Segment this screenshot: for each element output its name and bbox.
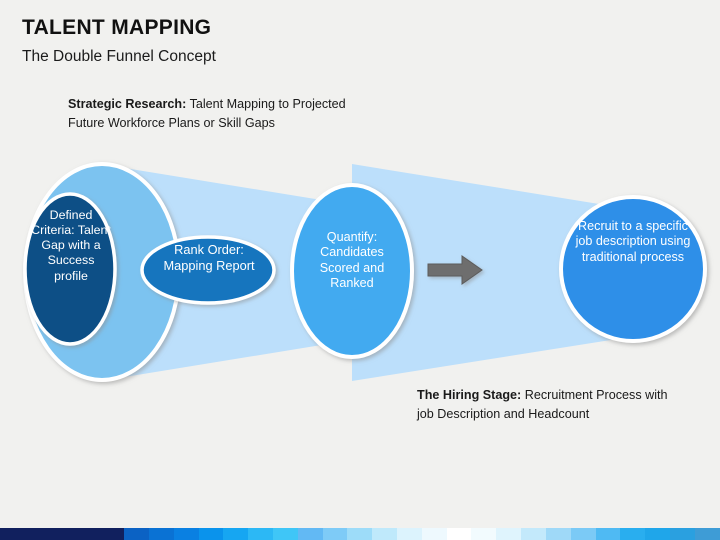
- gradient-bar-segment: [397, 528, 422, 540]
- gradient-bar-segment: [272, 528, 298, 540]
- annotation-strategic-research-body: Talent Mapping to Projected Future Workf…: [68, 97, 346, 131]
- decorative-gradient-bar: [0, 528, 720, 540]
- gradient-bar-segment: [694, 528, 720, 540]
- gradient-bar-segment: [198, 528, 224, 540]
- gradient-bar-segment: [620, 528, 646, 540]
- gradient-bar-segment: [248, 528, 273, 540]
- annotation-strategic-research-lead: Strategic Research:: [68, 97, 187, 111]
- gradient-bar-segment: [446, 528, 472, 540]
- node-rank-order[interactable]: [140, 235, 276, 305]
- gradient-bar-segment: [545, 528, 571, 540]
- gradient-bar-segment: [0, 528, 25, 540]
- annotation-hiring-stage: The Hiring Stage: Recruitment Process wi…: [417, 386, 677, 424]
- center-outer-circle: [290, 183, 414, 359]
- double-funnel-diagram: [0, 150, 720, 395]
- gradient-bar-segment: [173, 528, 199, 540]
- gradient-bar-segment: [148, 528, 174, 540]
- gradient-bar-segment: [322, 528, 348, 540]
- gradient-bar-segment: [496, 528, 522, 540]
- gradient-bar-segment: [570, 528, 596, 540]
- gradient-bar-segment: [669, 528, 695, 540]
- annotation-hiring-stage-body: Recruitment Process with job Description…: [417, 388, 668, 422]
- gradient-bar-segment: [223, 528, 249, 540]
- page-subtitle: The Double Funnel Concept: [22, 48, 216, 65]
- gradient-bar-segment: [99, 528, 125, 540]
- node-defined-criteria[interactable]: [23, 192, 117, 346]
- annotation-hiring-stage-lead: The Hiring Stage:: [417, 388, 522, 402]
- annotation-strategic-research: Strategic Research: Talent Mapping to Pr…: [68, 95, 348, 133]
- gradient-bar-segment: [74, 528, 100, 540]
- gradient-bar-segment: [421, 528, 447, 540]
- node-recruit[interactable]: [559, 195, 707, 343]
- gradient-bar-segment: [347, 528, 373, 540]
- gradient-bar-segment: [297, 528, 323, 540]
- gradient-bar-segment: [645, 528, 670, 540]
- gradient-bar-segment: [24, 528, 50, 540]
- right-funnel-wedge: [352, 164, 636, 381]
- gradient-bar-segment: [124, 528, 149, 540]
- page-title: TALENT MAPPING: [22, 16, 212, 39]
- gradient-bar-segment: [521, 528, 546, 540]
- gradient-bar-segment: [372, 528, 397, 540]
- gradient-bar-segment: [595, 528, 621, 540]
- gradient-bar-segment: [471, 528, 497, 540]
- gradient-bar-segment: [49, 528, 75, 540]
- process-arrow-icon: [427, 255, 483, 285]
